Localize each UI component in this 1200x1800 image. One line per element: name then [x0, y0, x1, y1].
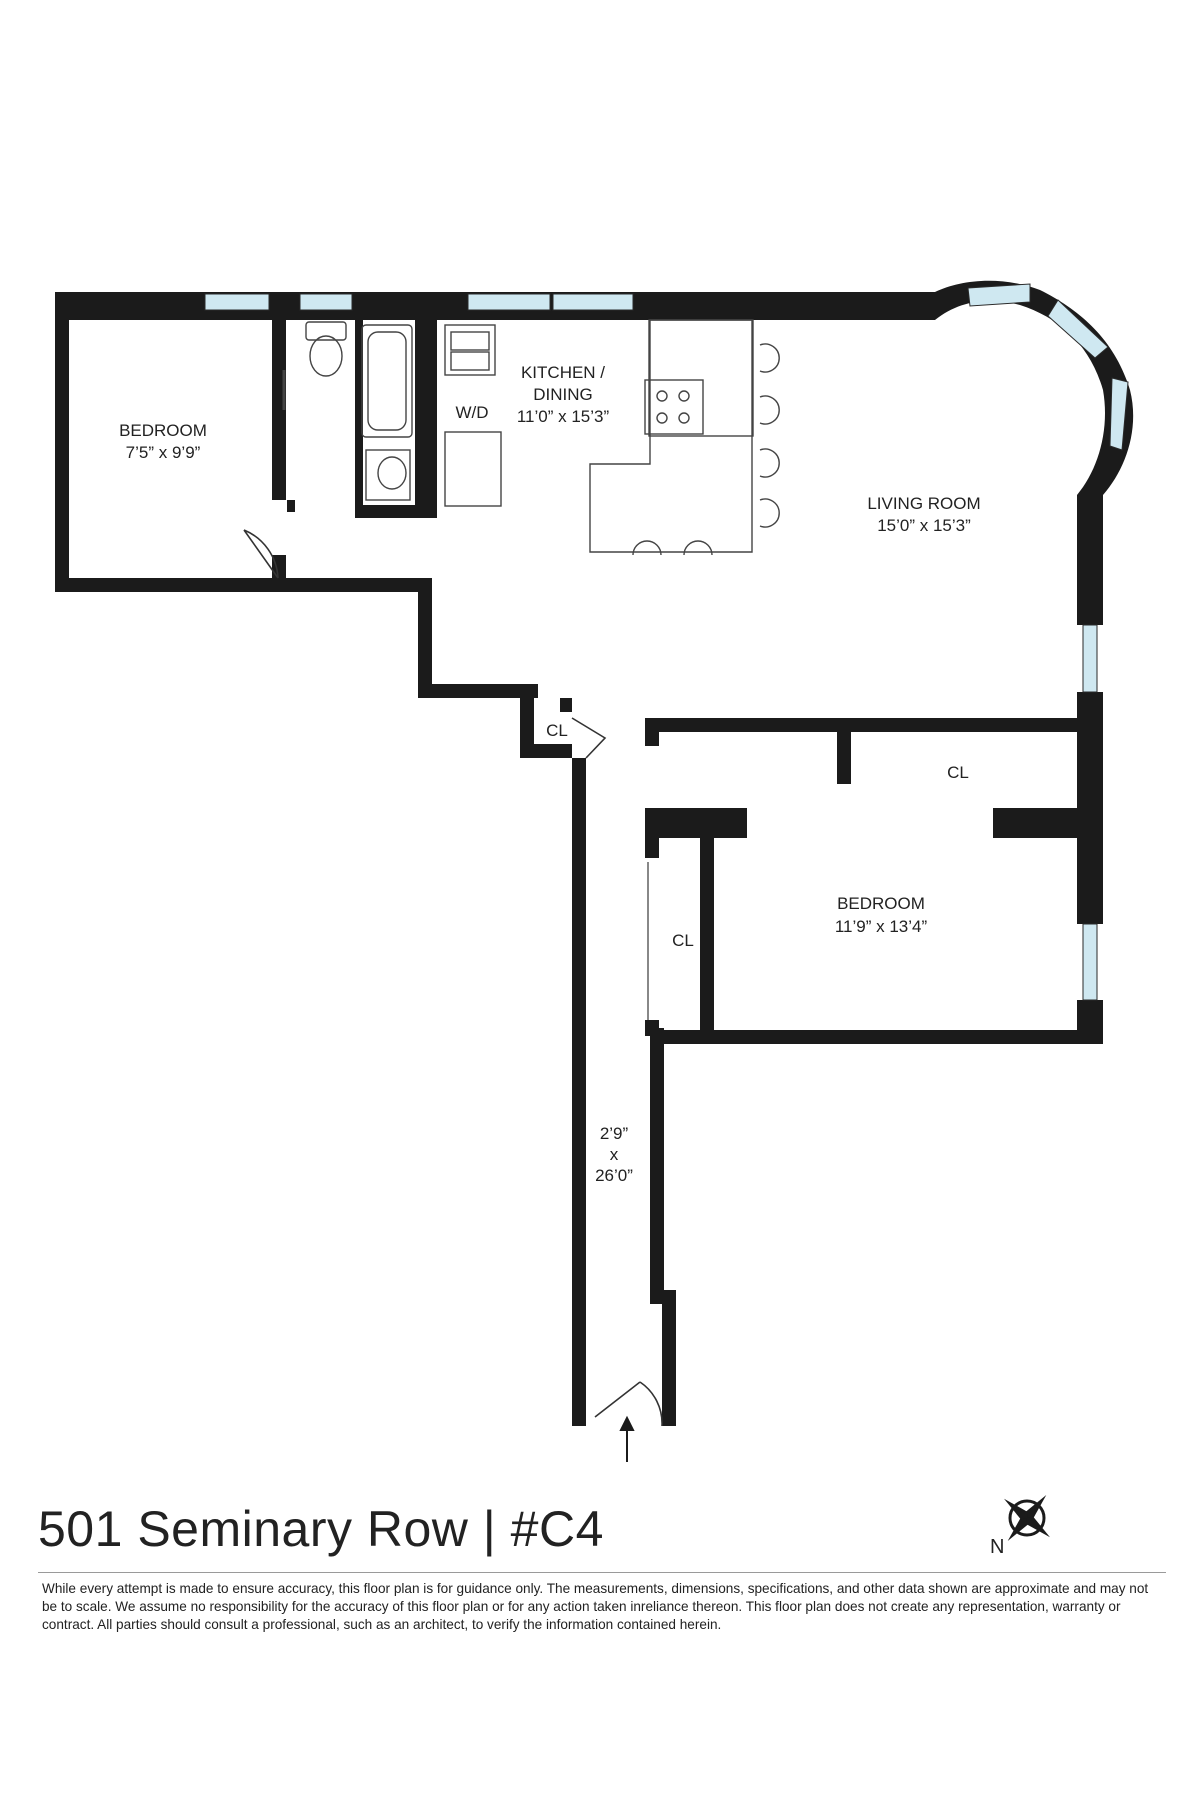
living-dims: 15’0” x 15’3” [877, 516, 971, 535]
floor-plan: BEDROOM 7’5” x 9’9” KITCHEN / DINING 11’… [55, 280, 1134, 1462]
compass-north-label: N [990, 1536, 1005, 1558]
bedroom2-dims: 11’9” x 13’4” [835, 917, 928, 936]
compass-icon [1004, 1495, 1050, 1541]
listing-title: 501 Seminary Row | #C4 [38, 1501, 604, 1557]
kitchen-dims: 11’0” x 15’3” [517, 407, 610, 426]
bedroom2-name: BEDROOM [837, 894, 925, 913]
hallway-dims-2: x [610, 1145, 619, 1164]
living-name: LIVING ROOM [867, 494, 980, 513]
walls [55, 292, 1103, 1426]
room-labels: BEDROOM 7’5” x 9’9” KITCHEN / DINING 11’… [119, 363, 981, 1185]
wd-label: W/D [455, 403, 488, 422]
bar-stools [632, 343, 780, 556]
bedroom1-dims: 7’5” x 9’9” [126, 443, 201, 462]
bay-wall [935, 280, 1134, 495]
footer-divider [38, 1572, 1166, 1573]
kitchen-fixtures [444, 319, 754, 553]
windows [204, 283, 1129, 1001]
entry-arrow [619, 1415, 635, 1462]
closet-top-label: CL [947, 763, 969, 782]
kitchen-name-2: DINING [533, 385, 593, 404]
hallway-dims-3: 26’0” [595, 1166, 633, 1185]
closet-side-label: CL [672, 931, 694, 950]
disclaimer-text: While every attempt is made to ensure ac… [42, 1581, 1149, 1632]
hallway-dims-1: 2’9” [600, 1124, 629, 1143]
closet-entry-label: CL [546, 721, 568, 740]
bathroom-fixtures [282, 321, 413, 501]
bedroom1-name: BEDROOM [119, 421, 207, 440]
doors [243, 529, 663, 1427]
kitchen-name-1: KITCHEN / [521, 363, 605, 382]
